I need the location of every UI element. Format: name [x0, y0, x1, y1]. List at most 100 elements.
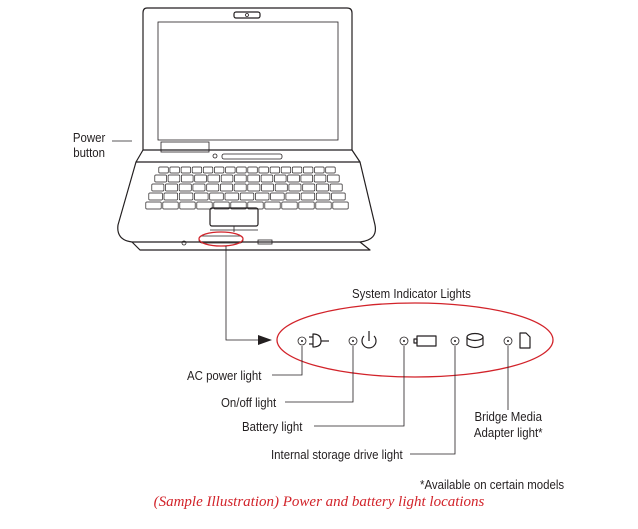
keyboard-key	[220, 183, 233, 192]
laptop-base	[117, 161, 377, 251]
keyboard-key	[181, 174, 194, 183]
keyboard-key	[313, 174, 327, 183]
keyboard-key	[192, 183, 206, 192]
keyboard-key	[239, 192, 255, 201]
keyboard-key	[169, 166, 180, 174]
keyboard-key	[178, 192, 194, 201]
keyboard-key	[202, 166, 214, 174]
keyboard	[145, 166, 349, 210]
keyboard-key	[300, 192, 316, 201]
keyboard-key	[247, 174, 260, 183]
figure-caption: (Sample Illustration) Power and battery …	[153, 494, 485, 510]
indicator-lights	[297, 331, 531, 349]
keyboard-key	[178, 183, 192, 192]
keyboard-key	[151, 183, 165, 192]
keyboard-key	[298, 201, 315, 210]
keyboard-key	[158, 166, 169, 174]
keyboard-key	[314, 166, 325, 174]
keyboard-key	[194, 192, 209, 201]
keyboard-key	[180, 166, 191, 174]
keyboard-key	[291, 166, 303, 174]
keyboard-key	[206, 183, 220, 192]
availability-footnote: *Available on certain models	[420, 477, 565, 492]
indicator-strip-highlight	[198, 231, 244, 247]
keyboard-key	[225, 166, 236, 174]
keyboard-key	[191, 166, 203, 174]
keyboard-key	[316, 183, 329, 192]
keyboard-key	[154, 174, 167, 183]
keyboard-key	[196, 201, 213, 210]
keyboard-key	[274, 183, 288, 192]
led-dot	[450, 336, 460, 346]
keyboard-key	[264, 201, 281, 210]
battery-icon	[413, 335, 437, 347]
keyboard-key	[274, 174, 287, 183]
callout-leader	[225, 246, 258, 341]
keyboard-key	[163, 192, 178, 201]
keyboard-key	[332, 201, 349, 210]
system-indicator-lights-title: System Indicator Lights	[352, 286, 471, 301]
keyboard-key	[224, 192, 239, 201]
keyboard-key	[303, 166, 314, 174]
battery-light-label: Battery light	[242, 419, 303, 434]
label-leaders	[272, 346, 509, 455]
keyboard-key	[258, 166, 269, 174]
keyboard-key	[148, 192, 163, 201]
storage-drive-icon	[466, 332, 484, 349]
power-button-label: Power button	[72, 130, 106, 160]
keyboard-key	[315, 201, 332, 210]
led-dot	[399, 336, 409, 346]
keyboard-key	[287, 174, 300, 183]
keyboard-key	[327, 174, 340, 183]
keyboard-key	[179, 201, 196, 210]
keyboard-key	[285, 192, 300, 201]
on-off-light-label: On/off light	[221, 395, 277, 410]
led-dot	[348, 336, 358, 346]
keyboard-key	[162, 201, 179, 210]
callout-arrowhead	[258, 335, 272, 345]
keyboard-key	[331, 192, 346, 201]
keyboard-key	[325, 166, 336, 174]
keyboard-key	[270, 192, 285, 201]
keyboard-key	[260, 174, 274, 183]
keyboard-key	[213, 201, 230, 210]
bridge-media-light-label: Bridge Media Adapter light*	[473, 409, 543, 440]
keyboard-key	[329, 183, 343, 192]
keyboard-key	[269, 166, 280, 174]
storage-drive-light-label: Internal storage drive light	[271, 447, 403, 462]
keyboard-key	[230, 201, 247, 210]
keyboard-key	[302, 183, 316, 192]
keyboard-key	[281, 201, 298, 210]
indicator-lights-highlight	[276, 302, 554, 378]
keyboard-key	[247, 166, 258, 174]
keyboard-key	[233, 183, 247, 192]
keyboard-key	[236, 166, 247, 174]
hinge-area	[135, 141, 361, 163]
keyboard-key	[207, 174, 220, 183]
keyboard-key	[165, 183, 178, 192]
keyboard-key	[220, 174, 234, 183]
led-dot	[503, 336, 513, 346]
keyboard-key	[247, 201, 264, 210]
power-symbol-icon	[361, 331, 377, 349]
keyboard-key	[288, 183, 302, 192]
keyboard-key	[145, 201, 162, 210]
ac-power-light-label: AC power light	[187, 368, 262, 383]
keyboard-key	[280, 166, 292, 174]
memory-card-icon	[519, 332, 531, 349]
keyboard-key	[167, 174, 181, 183]
keyboard-key	[255, 192, 270, 201]
keyboard-key	[315, 192, 331, 201]
laptop-lid	[142, 7, 353, 151]
led-dot	[297, 336, 307, 346]
keyboard-key	[300, 174, 313, 183]
keyboard-key	[247, 183, 261, 192]
ac-power-plug-icon	[309, 333, 329, 348]
keyboard-key	[261, 183, 274, 192]
keyboard-key	[234, 174, 247, 183]
keyboard-key	[194, 174, 207, 183]
keyboard-key	[214, 166, 225, 174]
keyboard-key	[209, 192, 224, 201]
